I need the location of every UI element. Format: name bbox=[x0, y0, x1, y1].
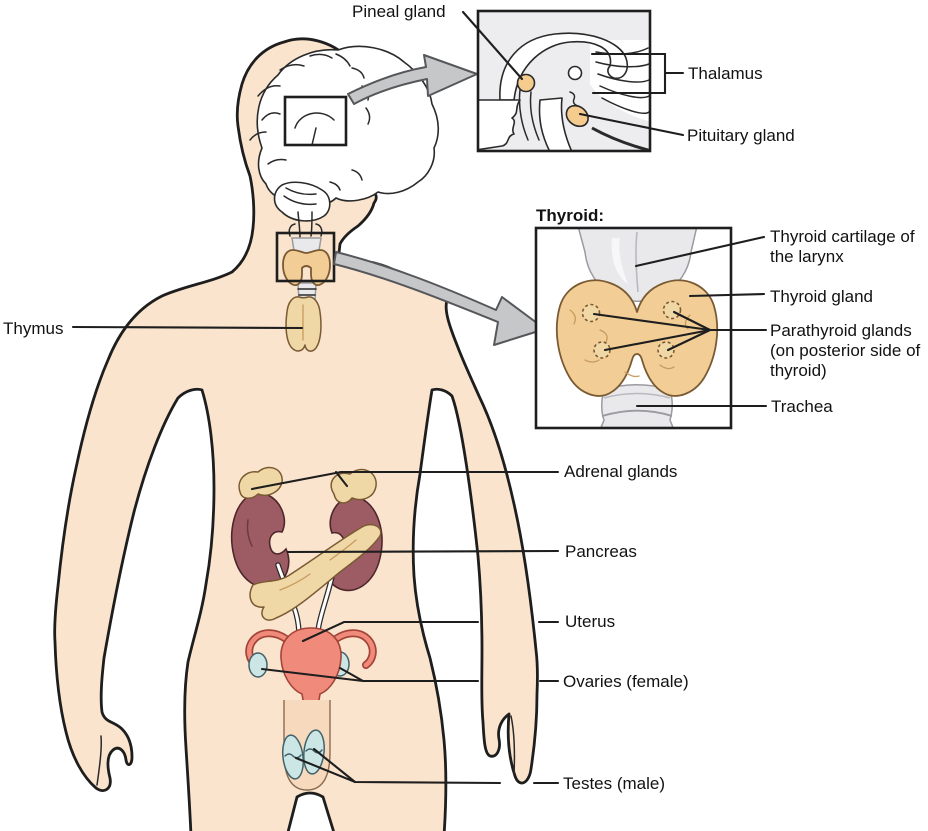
thalamus-bracket bbox=[590, 52, 685, 95]
brain-inset-frame bbox=[476, 9, 652, 153]
pituitary-gland-shape bbox=[565, 104, 589, 128]
parathyroid-leader-lines bbox=[592, 310, 768, 352]
thyroid-inset-arrow bbox=[333, 251, 546, 346]
thymus-leader-line bbox=[71, 325, 304, 330]
uterus-leader-lines bbox=[301, 620, 560, 643]
adrenal-right bbox=[330, 468, 377, 504]
thyroid-texture bbox=[569, 309, 691, 378]
label-thyroid-gland: Thyroid gland bbox=[770, 287, 874, 306]
neck-organs bbox=[275, 223, 336, 352]
label-pituitary-gland: Pituitary gland bbox=[687, 126, 795, 145]
label-adrenal-glands: Adrenal glands bbox=[564, 462, 678, 481]
pineal-leader-line bbox=[461, 10, 524, 81]
cerebellum bbox=[273, 181, 331, 222]
label-thalamus: Thalamus bbox=[688, 64, 763, 83]
label-uterus: Uterus bbox=[565, 612, 616, 631]
thyroid-inset-frame bbox=[534, 226, 733, 430]
thyroid-zoom-box bbox=[275, 231, 336, 283]
ovary-left bbox=[248, 652, 268, 678]
pituitary-leader-line bbox=[578, 112, 685, 137]
label-thyroid-heading: Thyroid: bbox=[536, 206, 604, 225]
thyroid-cartilage-leader-line bbox=[634, 235, 766, 268]
hyoid-horns bbox=[288, 223, 323, 237]
label-thymus: Thymus bbox=[3, 319, 64, 338]
parathyroid-upper-left bbox=[581, 303, 601, 323]
label-trachea: Trachea bbox=[771, 397, 833, 416]
label-parathyroid-glands: Parathyroid glands (on posterior side of… bbox=[770, 321, 921, 381]
hand-finger-lines bbox=[96, 715, 516, 786]
label-testes: Testes (male) bbox=[563, 774, 666, 793]
thyroid-gland-leader-line bbox=[688, 292, 766, 298]
label-ovaries: Ovaries (female) bbox=[563, 672, 689, 691]
thyroid-inset bbox=[534, 226, 733, 430]
adrenal-left bbox=[238, 466, 283, 499]
parathyroid-lower-right bbox=[657, 341, 675, 359]
parathyroid-upper-right bbox=[662, 300, 682, 320]
brain-zoom-box bbox=[283, 95, 348, 147]
abdominal-organs bbox=[230, 466, 383, 653]
label-pancreas: Pancreas bbox=[565, 542, 637, 561]
leader-lines bbox=[71, 10, 768, 785]
ovaries-leader-lines bbox=[260, 666, 560, 683]
label-pineal-gland: Pineal gland bbox=[352, 2, 446, 21]
label-thyroid-cartilage: Thyroid cartilage of the larynx bbox=[770, 227, 915, 267]
adrenal-leader-lines bbox=[250, 470, 560, 491]
testes-leader-lines bbox=[294, 747, 560, 785]
brain-inset bbox=[476, 9, 652, 153]
pancreas-leader-line bbox=[286, 549, 560, 554]
kidney-left bbox=[230, 491, 290, 589]
